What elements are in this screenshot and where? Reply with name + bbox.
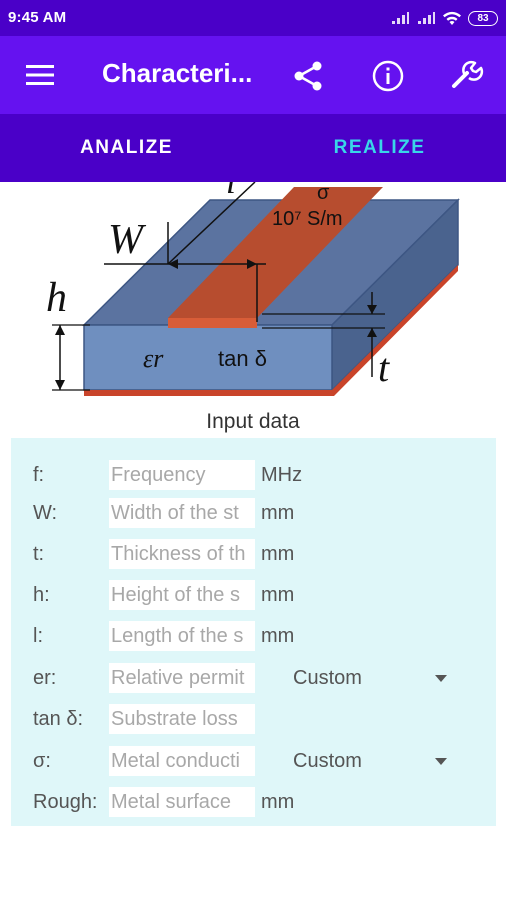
- length-input[interactable]: Length of the s: [109, 621, 255, 651]
- app-bar: Characteri...: [0, 36, 506, 114]
- frequency-label: f:: [33, 464, 45, 486]
- conductivity-label-text: σ:: [33, 750, 51, 772]
- tab-realize[interactable]: REALIZE: [333, 137, 426, 158]
- height-unit: mm: [261, 584, 295, 606]
- status-icons: 83: [390, 8, 498, 28]
- frequency-input[interactable]: Frequency: [109, 460, 255, 490]
- permittivity-label: εr: [143, 344, 164, 373]
- tab-bar: ANALIZE REALIZE: [0, 114, 506, 182]
- status-bar: 9:45 AM 83: [0, 0, 506, 36]
- tab-analize[interactable]: ANALIZE: [80, 137, 173, 158]
- length-label-text: l:: [33, 625, 43, 647]
- roughness-unit: mm: [261, 791, 295, 813]
- signal-icon: [392, 12, 409, 24]
- battery-icon: 83: [468, 10, 498, 26]
- page-title: Characteri...: [102, 58, 253, 88]
- roughness-row: Rough: Metal surface mm: [11, 785, 496, 819]
- thickness-input[interactable]: Thickness of th: [109, 539, 255, 569]
- status-time: 9:45 AM: [8, 9, 67, 26]
- thickness-label-text: t:: [33, 543, 45, 565]
- sigma-label: σ: [317, 182, 330, 204]
- thickness-row: t: Thickness of th mm: [11, 537, 496, 571]
- roughness-input[interactable]: Metal surface: [109, 787, 255, 817]
- height-label-text: h:: [33, 584, 50, 606]
- width-label: W: [108, 217, 143, 263]
- length-label: l: [226, 182, 236, 202]
- conductivity-select-value: Custom: [293, 750, 362, 772]
- chevron-down-icon: [435, 675, 447, 682]
- permittivity-label-text: er:: [33, 667, 57, 689]
- info-icon[interactable]: [370, 58, 406, 94]
- length-row: l: Length of the s mm: [11, 619, 496, 653]
- input-data-title: Input data: [206, 410, 300, 433]
- permittivity-input[interactable]: Relative permit: [109, 663, 255, 693]
- roughness-label-text: Rough:: [33, 791, 98, 813]
- height-label: h: [46, 275, 67, 321]
- wrench-icon[interactable]: [448, 58, 484, 94]
- loss-tangent-label-text: tan δ:: [33, 708, 84, 730]
- width-row: W: Width of the st mm: [11, 496, 496, 530]
- height-row: h: Height of the s mm: [11, 578, 496, 612]
- thickness-unit: mm: [261, 543, 295, 565]
- share-icon[interactable]: [290, 58, 326, 94]
- loss-tangent-label: tan δ: [218, 346, 267, 371]
- height-input[interactable]: Height of the s: [109, 580, 255, 610]
- conductivity-input[interactable]: Metal conducti: [109, 746, 255, 776]
- menu-icon[interactable]: [26, 64, 54, 86]
- loss-tangent-row: tan δ: Substrate loss: [11, 702, 496, 736]
- permittivity-select[interactable]: Custom: [293, 663, 453, 693]
- frequency-unit: MHz: [261, 464, 303, 486]
- permittivity-row: er: Relative permit Custom: [11, 661, 496, 695]
- width-unit: mm: [261, 502, 295, 524]
- loss-tangent-input[interactable]: Substrate loss: [109, 704, 255, 734]
- conductivity-label: 10⁷ S/m: [272, 208, 343, 230]
- conductivity-row: σ: Metal conducti Custom: [11, 744, 496, 778]
- conductivity-select[interactable]: Custom: [293, 746, 453, 776]
- input-form: f: Frequency MHz W: Width of the st mm t…: [11, 438, 496, 826]
- signal-icon-2: [418, 12, 435, 24]
- microstrip-diagram: σ 10⁷ S/m W h t l εr tan δ: [0, 182, 506, 402]
- permittivity-select-value: Custom: [293, 667, 362, 689]
- thickness-label: t: [378, 345, 390, 390]
- frequency-row: f: Frequency MHz: [11, 458, 496, 492]
- chevron-down-icon: [435, 758, 447, 765]
- length-unit: mm: [261, 625, 295, 647]
- width-input[interactable]: Width of the st: [109, 498, 255, 528]
- width-label-text: W:: [33, 502, 58, 524]
- wifi-icon: [443, 11, 461, 25]
